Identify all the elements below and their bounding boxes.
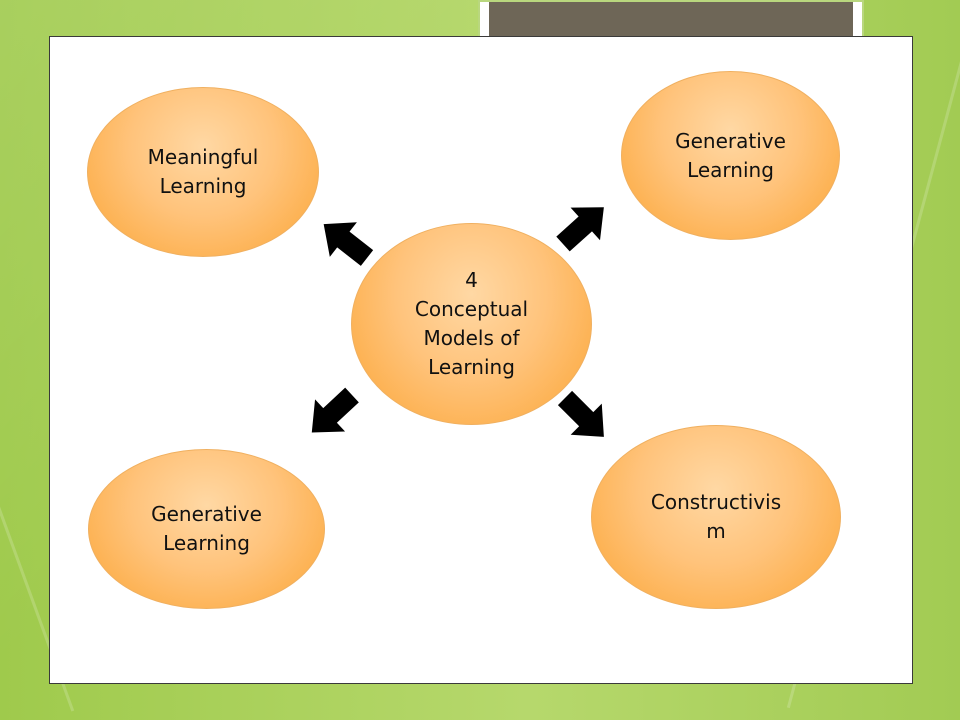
node-bottom-left: Generative Learning <box>88 449 325 609</box>
arrow-top-left <box>323 222 374 266</box>
node-center: 4 Conceptual Models of Learning <box>351 223 592 425</box>
node-center-label: 4 Conceptual Models of Learning <box>414 268 529 379</box>
node-top-right-label: Generative Learning <box>675 128 786 182</box>
node-bottom-left-label: Generative Learning <box>151 502 262 555</box>
node-bottom-right: Constructivis m <box>591 425 841 609</box>
arrow-top-right <box>556 207 604 252</box>
node-top-left: Meaningful Learning <box>87 87 319 257</box>
node-top-left-label: Meaningful Learning <box>147 145 259 198</box>
arrow-bottom-left <box>311 387 359 433</box>
node-bottom-right-label: Constructivis m <box>650 490 782 543</box>
arrow-bottom-right <box>557 390 604 437</box>
node-top-right: Generative Learning <box>621 71 840 240</box>
